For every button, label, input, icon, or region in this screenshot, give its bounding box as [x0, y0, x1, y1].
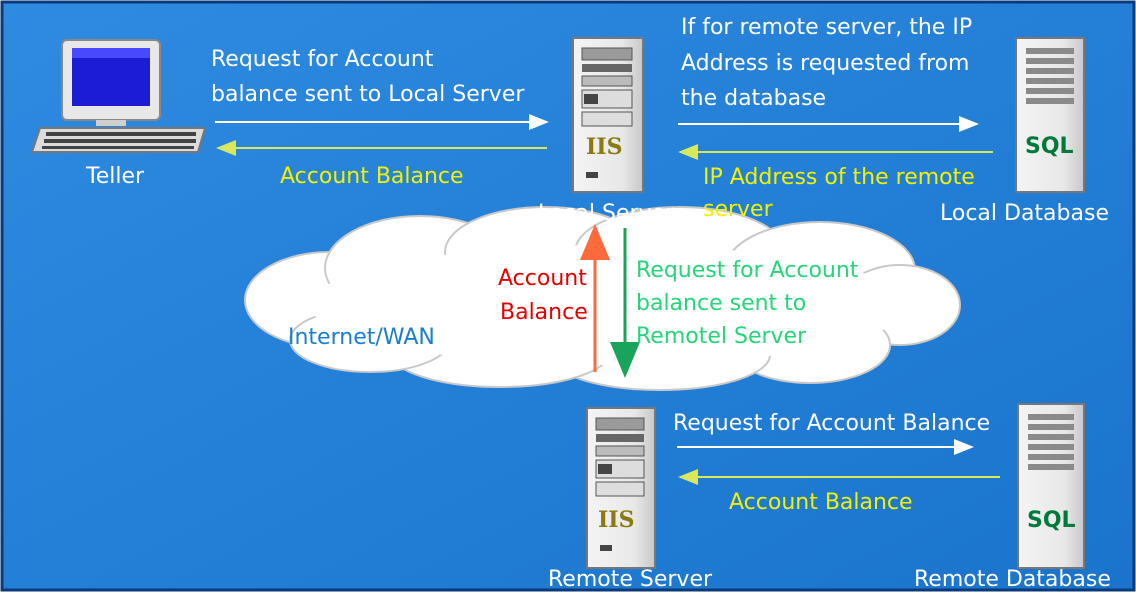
local-server-icon — [572, 37, 644, 193]
sql-label-remote: SQL — [1027, 508, 1076, 533]
wan-request-line-3: Remotel Server — [636, 324, 807, 349]
teller-request-line-2: balance sent to Local Server — [211, 82, 525, 107]
remote-database-icon — [1017, 403, 1085, 569]
db-request-line-1: If for remote server, the IP — [681, 15, 973, 40]
teller-label: Teller — [86, 164, 145, 189]
wan-response-line-1: Account — [498, 266, 587, 291]
remote-database-label: Remote Database — [914, 567, 1111, 592]
db-response-line-2: server — [703, 197, 773, 222]
wan-cloud-fill — [310, 245, 910, 365]
remote-request-label: Request for Account Balance — [673, 411, 991, 436]
remote-response-label: Account Balance — [729, 490, 913, 515]
remote-server-label: Remote Server — [548, 567, 713, 592]
iis-label-local: IIS — [586, 134, 623, 160]
db-request-line-3: the database — [681, 86, 827, 111]
cloud-label: Internet/WAN — [288, 325, 435, 350]
wan-request-line-2: balance sent to — [636, 291, 807, 316]
db-response-line-1: IP Address of the remote — [703, 165, 975, 190]
sql-label-local: SQL — [1025, 134, 1074, 159]
teller-request-line-1: Request for Account — [211, 47, 434, 72]
teller-response-label: Account Balance — [280, 164, 464, 189]
wan-request-line-1: Request for Account — [636, 258, 859, 283]
wan-response-line-2: Balance — [500, 300, 588, 325]
local-database-label: Local Database — [940, 201, 1109, 226]
db-request-line-2: Address is requested from — [681, 51, 970, 76]
local-server-label: Local Server — [538, 201, 675, 226]
iis-label-remote: IIS — [598, 507, 635, 533]
remote-server-icon — [586, 407, 656, 569]
teller-computer-icon — [30, 39, 207, 153]
local-database-icon — [1015, 37, 1085, 193]
